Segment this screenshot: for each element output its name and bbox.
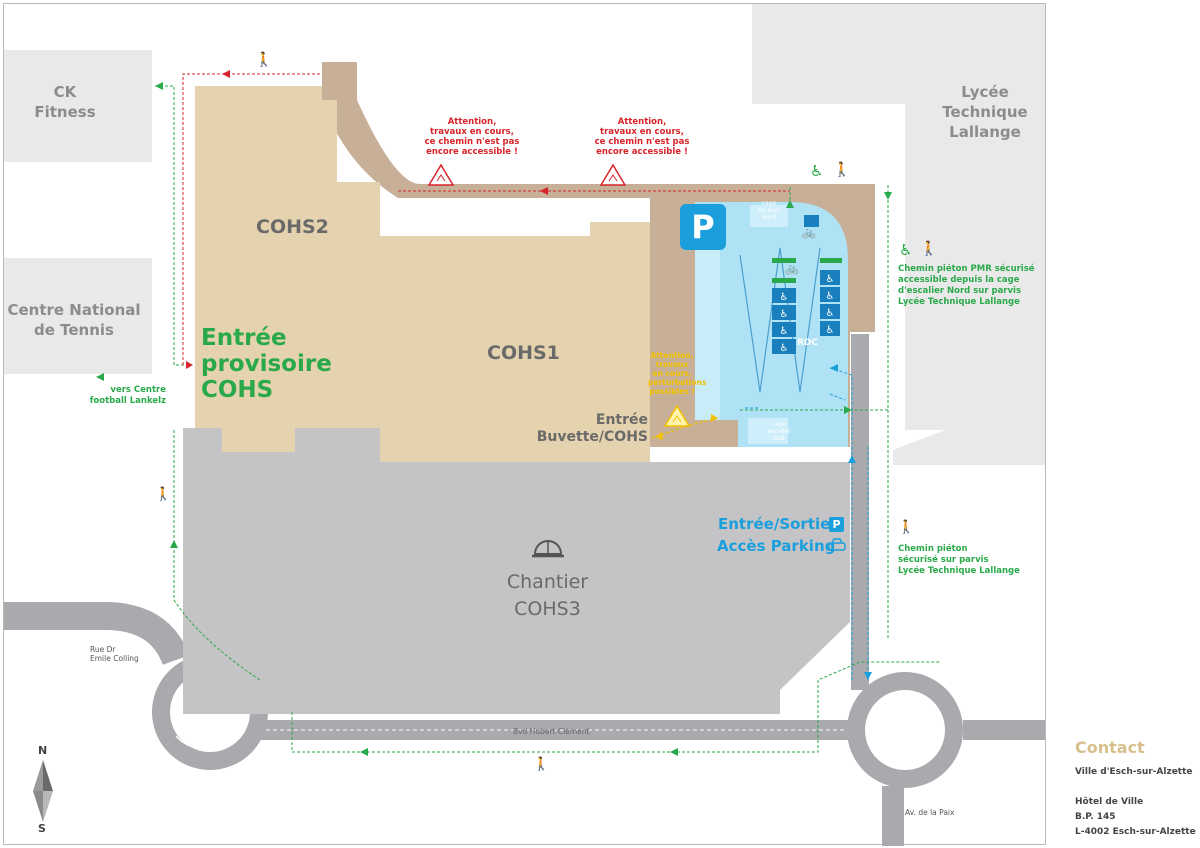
svg-text:♿: ♿ <box>780 326 789 337</box>
entree-buvette-label: Entrée Buvette/COHS <box>536 412 648 445</box>
svg-text:♿: ♿ <box>780 292 789 303</box>
entree-sortie-label: Entrée/Sortie <box>718 515 831 533</box>
construction-site <box>183 428 850 714</box>
lycee-block <box>752 4 1045 465</box>
works-warning-1: Attention, travaux en cours, ce chemin n… <box>424 117 520 157</box>
construction-warning-icon <box>600 164 626 186</box>
construction-warning-icon <box>664 405 690 427</box>
cage-sud <box>748 418 788 444</box>
roundabout-east <box>847 672 963 788</box>
construction-warning-icon <box>428 164 454 186</box>
parking-level-label: RDC <box>797 338 819 348</box>
works-warning-3: Attention, travaux en cours, perturbatio… <box>648 351 707 396</box>
compass-north: N <box>38 744 48 757</box>
contact-line3: L-4002 Esch-sur-Alzette <box>1075 827 1196 837</box>
parking-small-icon: P <box>829 517 844 532</box>
hard-hat-icon <box>532 540 564 558</box>
pieton-path-label: Chemin piéton sécurisé sur parvis Lycée … <box>898 544 1020 576</box>
av-paix-label: Av. de la Paix <box>905 808 955 817</box>
pedestrian-icon: 🚶 <box>255 52 273 68</box>
parking-icon-letter: P <box>691 208 715 246</box>
cage-sud-label: cage escalier Sud <box>767 421 791 442</box>
svg-text:♿: ♿ <box>826 291 835 302</box>
wheelchair-icon: ♿ <box>810 162 824 180</box>
bicycle-icon: 🚲 <box>802 226 816 239</box>
contact-line2: B.P. 145 <box>1075 812 1116 822</box>
tennis-block <box>4 258 152 374</box>
contact-city: Ville d'Esch-sur-Alzette <box>1075 767 1193 777</box>
svg-text:♿: ♿ <box>780 343 789 354</box>
bicycle-icon: 🚲 <box>785 262 799 275</box>
entree-provisoire-label: Entrée provisoire COHS <box>201 325 332 403</box>
cage-nord-label: cage escalier Nord <box>757 200 781 221</box>
bike-bay <box>804 215 819 227</box>
bvd-clement-label: Bvd Hubert Clément <box>513 727 590 736</box>
svg-text:♿: ♿ <box>826 308 835 319</box>
lycee-label: Lycée Technique Lallange <box>942 83 1028 141</box>
cohs2-label: COHS2 <box>256 216 329 238</box>
cage-nord <box>750 205 788 227</box>
cohs1-label: COHS1 <box>487 342 560 364</box>
svg-text:♿: ♿ <box>826 325 835 336</box>
rue-colling-label: Rue Dr Emile Colling <box>90 645 139 663</box>
cohs-building <box>195 86 650 462</box>
parking-area <box>695 202 848 447</box>
contact-title: Contact <box>1075 738 1145 757</box>
pedestrian-icon: 🚶 <box>898 520 915 535</box>
yellow-route <box>651 417 719 439</box>
contact-line1: Hôtel de Ville <box>1075 797 1144 807</box>
pmr-bays <box>772 270 840 354</box>
pedestrian-icon: 🚶 <box>533 757 550 772</box>
pedestrian-icon: 🚶 <box>833 162 851 178</box>
pedestrian-icon: 🚶 <box>920 241 938 257</box>
pedestrian-icon: 🚶 <box>155 487 172 502</box>
acces-parking-label: Accès Parking <box>717 537 836 555</box>
ck-fitness-block <box>4 50 152 162</box>
ck-fitness-label: CK Fitness <box>34 83 96 121</box>
car-icon <box>828 538 846 551</box>
compass-south: S <box>38 822 46 835</box>
svg-text:♿: ♿ <box>780 309 789 320</box>
parking-icon: P <box>680 204 726 250</box>
red-closed-route <box>182 73 790 365</box>
vers-lankelz-label: vers Centre football Lankelz <box>89 385 166 406</box>
pmr-path-label: Chemin piéton PMR sécurisé accessible de… <box>898 264 1035 307</box>
green-routes <box>155 85 940 753</box>
svg-text:♿: ♿ <box>826 274 835 285</box>
tennis-label: Centre National de Tennis <box>7 301 141 339</box>
chantier-label: Chantier COHS3 <box>506 571 589 620</box>
works-warning-2: Attention, travaux en cours, ce chemin n… <box>594 117 690 157</box>
compass-icon <box>33 760 53 822</box>
wheelchair-icon: ♿ <box>899 241 913 259</box>
